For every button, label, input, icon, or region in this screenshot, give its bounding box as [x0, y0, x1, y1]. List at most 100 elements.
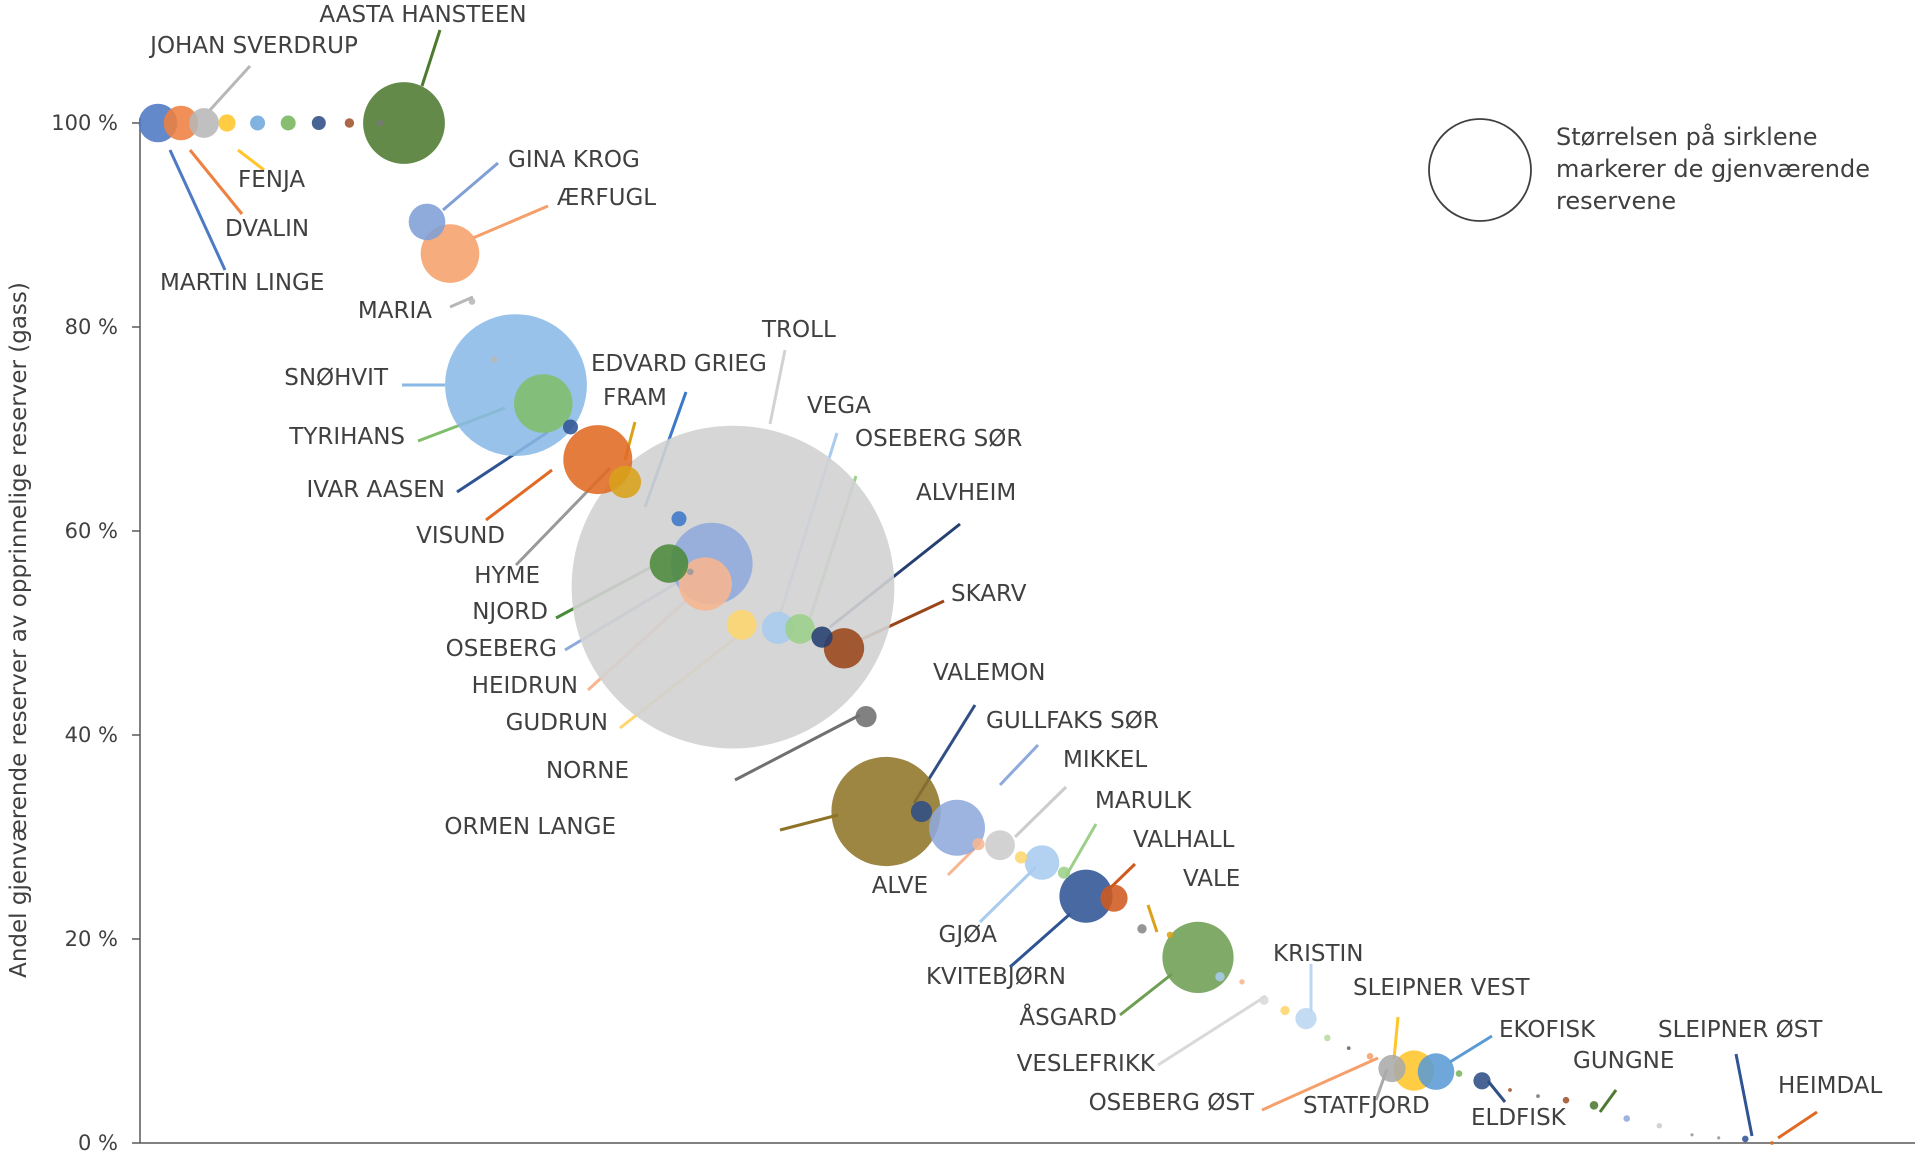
label-heimdal: HEIMDAL	[1778, 1073, 1882, 1099]
bubble-unlabeled	[1239, 979, 1245, 985]
bubble-oseberg-ost	[1366, 1053, 1374, 1060]
leader-line-aasta-hansteen	[420, 29, 442, 87]
leader-line-johan-sverdrup	[208, 64, 252, 112]
leader-line-vale	[1146, 904, 1159, 933]
bubble-kristin	[1295, 1008, 1317, 1030]
bubble-gudrun	[726, 609, 757, 640]
legend-text-2: markerer de gjenværende	[1556, 155, 1870, 183]
leader-line-gungne	[1598, 1089, 1618, 1113]
bubble-unlabeled	[1280, 1005, 1290, 1016]
label-ormen-lange: ORMEN LANGE	[444, 814, 616, 840]
label-gina-krog: GINA KROG	[508, 147, 640, 173]
bubble-kvitebjorn	[1059, 869, 1113, 923]
bubble-eldfisk	[1473, 1072, 1491, 1090]
label-ekofisk: EKOFISK	[1499, 1017, 1596, 1043]
label-ivar-aasen: IVAR AASEN	[306, 477, 445, 503]
label-gullfaks-sor: GULLFAKS SØR	[986, 708, 1159, 734]
y-ticks: 0 %20 %40 %60 %80 %100 %	[51, 111, 140, 1155]
leader-line-kvitebjorn	[1009, 912, 1071, 969]
label-eldfisk: ELDFISK	[1471, 1105, 1567, 1131]
label-heidrun: HEIDRUN	[472, 673, 578, 699]
bubble-unlabeled	[280, 115, 296, 131]
label-sleipner-ost: SLEIPNER ØST	[1658, 1017, 1823, 1043]
label-mikkel: MIKKEL	[1063, 747, 1147, 773]
bubble-unlabeled	[311, 116, 326, 130]
bubble-hyme	[687, 568, 694, 576]
label-aerfugl: ÆRFUGL	[557, 185, 656, 211]
bubble-unlabeled	[1215, 972, 1225, 982]
label-tyrihans: TYRIHANS	[288, 424, 405, 450]
bubble-heimdal	[1770, 1141, 1774, 1145]
leader-line-mikkel	[1013, 785, 1068, 839]
y-axis-title: Andel gjenværende reserver av opprinneli…	[6, 282, 32, 978]
leader-line-dvalin	[188, 149, 244, 215]
label-oseberg: OSEBERG	[446, 636, 557, 662]
bubble-norne	[855, 706, 877, 728]
legend-circle	[1428, 118, 1532, 222]
bubble-skarv	[823, 628, 865, 669]
bubble-njord	[649, 544, 689, 583]
label-hyme: HYME	[474, 563, 540, 589]
bubble-gullfaks-sor	[929, 799, 985, 856]
label-maria: MARIA	[358, 298, 432, 324]
bubble-gina-krog	[408, 203, 446, 241]
axes: Andel gjenværende reserver av opprinneli…	[6, 118, 1915, 1144]
label-snohvit: SNØHVIT	[284, 365, 389, 391]
leader-line-marulk	[1064, 823, 1098, 877]
label-gungne: GUNGNE	[1573, 1048, 1674, 1074]
bubble-fenja	[218, 114, 236, 132]
bubble-alvheim	[811, 626, 833, 648]
bubble-unlabeled	[376, 119, 384, 127]
bubble-unlabeled	[1562, 1096, 1570, 1104]
bubble-unlabeled	[1346, 1046, 1351, 1050]
label-oseberg-sor: OSEBERG SØR	[855, 426, 1022, 452]
label-martin-linge: MARTIN LINGE	[160, 270, 324, 296]
label-valhall: VALHALL	[1133, 827, 1235, 853]
y-tick-label: 20 %	[65, 927, 118, 951]
label-marulk: MARULK	[1095, 788, 1192, 814]
label-norne: NORNE	[546, 758, 629, 784]
leader-line-norne	[734, 713, 861, 782]
bubble-vega	[761, 611, 795, 645]
bubble-aasta-hansteen	[363, 82, 445, 164]
y-tick-label: 100 %	[51, 111, 118, 135]
bubble-ivar-aasen	[563, 419, 578, 435]
leader-line-gullfaks-sor	[998, 743, 1040, 787]
label-dvalin: DVALIN	[225, 216, 309, 242]
label-gudrun: GUDRUN	[506, 710, 608, 736]
bubble-ekofisk	[1417, 1053, 1455, 1090]
bubble-unlabeled	[1014, 851, 1028, 864]
bubble-unlabeled	[344, 118, 355, 128]
bubble-mikkel	[985, 830, 1015, 861]
bubble-gjoa	[1024, 845, 1060, 880]
bubble-dvalin	[163, 105, 199, 141]
legend: Størrelsen på sirklene markerer de gjenv…	[1428, 118, 1870, 222]
bubble-unlabeled	[490, 356, 498, 363]
label-fenja: FENJA	[238, 167, 305, 193]
leader-line-sleipner-vest	[1392, 1016, 1400, 1060]
label-visund: VISUND	[416, 523, 505, 549]
leader-line-gjoa	[978, 865, 1038, 924]
y-tick-label: 60 %	[65, 519, 118, 543]
label-asgard: ÅSGARD	[1019, 1003, 1117, 1031]
bubble-unlabeled	[1455, 1070, 1463, 1077]
bubble-valhall	[1100, 884, 1128, 912]
label-gjoa: GJØA	[939, 922, 998, 948]
bubbles	[138, 82, 1774, 1145]
label-vega: VEGA	[807, 393, 871, 419]
bubble-unlabeled	[1656, 1123, 1663, 1129]
label-edvard-grieg: EDVARD GRIEG	[591, 351, 767, 377]
label-oseberg-ost: OSEBERG ØST	[1089, 1090, 1255, 1116]
label-sleipner-vest: SLEIPNER VEST	[1353, 975, 1530, 1001]
y-tick-label: 40 %	[65, 723, 118, 747]
label-skarv: SKARV	[951, 581, 1027, 607]
y-tick-label: 80 %	[65, 315, 118, 339]
leader-line-sleipner-ost	[1734, 1053, 1754, 1137]
bubble-fram	[608, 465, 642, 499]
bubble-ormen-lange	[831, 756, 941, 867]
bubble-vale	[1166, 931, 1174, 939]
bubble-oseberg-sor	[785, 614, 815, 644]
bubble-unlabeled	[250, 115, 266, 131]
leader-line-martin-linge	[168, 149, 227, 271]
